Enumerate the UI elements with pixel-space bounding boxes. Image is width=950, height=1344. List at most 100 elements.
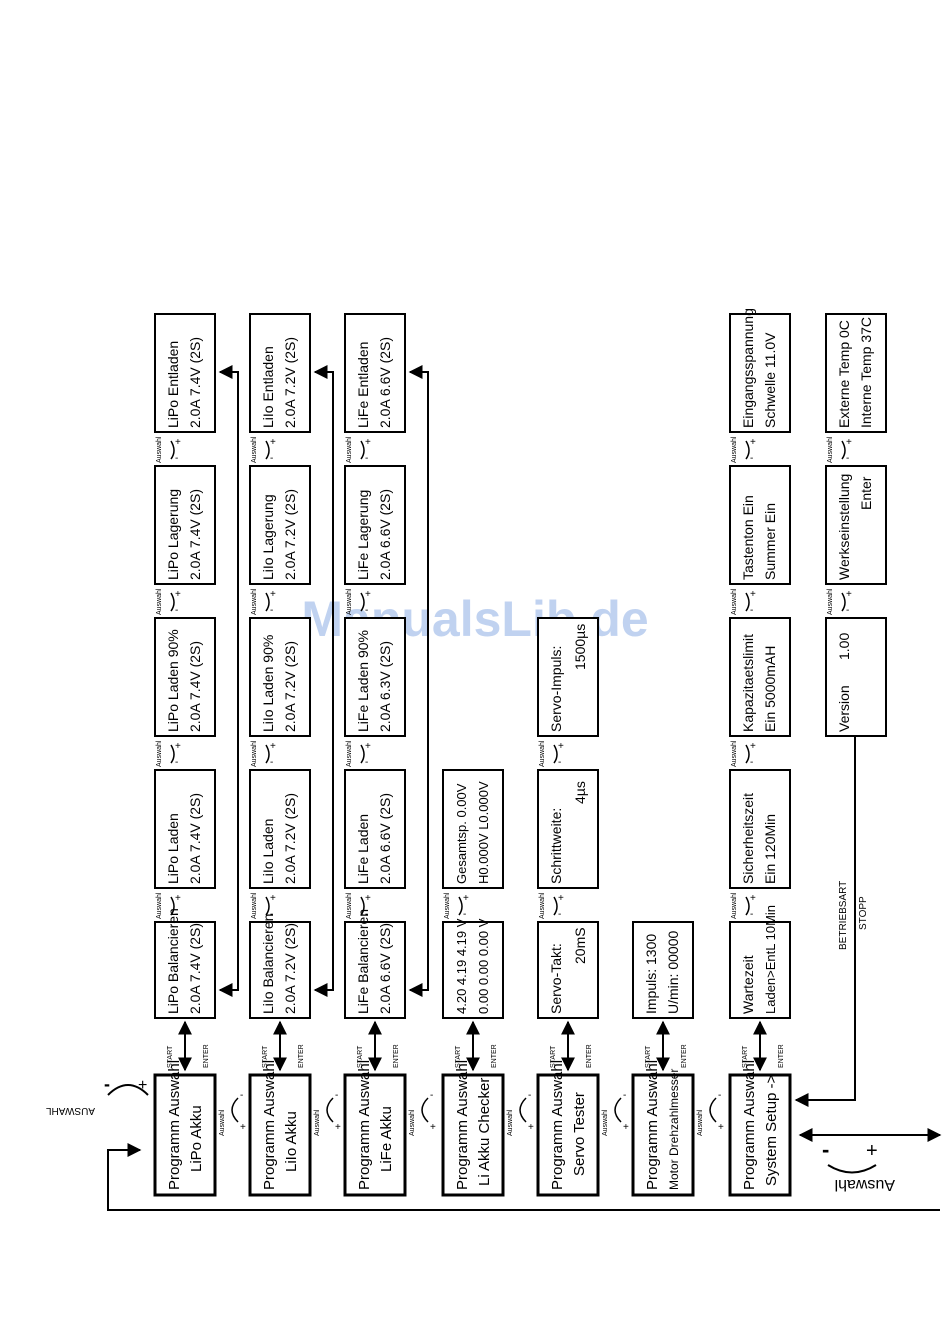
plus-sign: +: [750, 437, 756, 448]
minus-sign: -: [463, 909, 466, 920]
lcd-line1: Eingangsspannung: [740, 308, 756, 428]
auswahl-connector: Auswahl-+: [444, 892, 469, 920]
plus-sign: +: [558, 741, 564, 752]
main-menu-auswahl-links: Auswahl - + Auswahl - + Auswahl - + Ausw…: [219, 1090, 724, 1136]
lcd-line2: Summer Ein: [762, 503, 778, 580]
main-menu-line1: Programm Auswahl: [261, 1060, 278, 1190]
lcd-line2: 2.0A 6.3V (2S): [377, 641, 393, 732]
minus-sign: -: [270, 453, 273, 464]
plus-sign: +: [430, 1122, 436, 1133]
main-menu-column: Programm Auswahl LiPo Akku Programm Ausw…: [153, 1060, 792, 1197]
auswahl-connector: Auswahl-+: [827, 436, 852, 464]
plus-sign: +: [866, 1140, 878, 1162]
lcd-line1: LiPo Entladen: [165, 341, 181, 428]
auswahl-caps-indicator: - + AUSWAHL: [45, 1074, 149, 1116]
start-label: START: [167, 1045, 174, 1068]
auswahl-label: Auswahl: [156, 892, 163, 919]
lcd-line1: Werkseinstellung: [836, 474, 852, 580]
auswahl-label: Auswahl: [697, 1109, 704, 1136]
submenu-row-servo: Servo-Takt: 20mS Schrittweite:4µs Servo-I…: [537, 617, 599, 1019]
auswahl-label: Auswahl: [602, 1109, 609, 1136]
auswahl-label: Auswahl: [827, 588, 834, 615]
lcd-line1: LiFe Laden: [355, 814, 371, 884]
minus-sign: -: [175, 605, 178, 616]
minus-sign: -: [270, 909, 273, 920]
lcd-line2: 2.0A 7.4V (2S): [187, 793, 203, 884]
minus-sign: -: [365, 605, 368, 616]
auswahl-label: Auswahl: [251, 892, 258, 919]
plus-sign: +: [270, 589, 276, 600]
plus-sign: +: [528, 1122, 534, 1133]
main-menu-line1: Programm Auswahl: [166, 1060, 183, 1190]
auswahl-label: Auswahl: [346, 436, 353, 463]
auswahl-label: Auswahl: [346, 892, 353, 919]
version-return: BETRIEBSART STOPP: [794, 736, 869, 1107]
minus-sign: -: [270, 605, 273, 616]
auswahl-label: Auswahl: [346, 588, 353, 615]
main-menu-line2: Motor Drehzahlmesser: [667, 1069, 681, 1190]
lcd-line2: 2.0A 7.4V (2S): [187, 641, 203, 732]
plus-sign: +: [365, 741, 371, 752]
auswahl-connector: Auswahl-+: [156, 892, 181, 920]
lcd-line1: Servo-Impuls:: [548, 646, 564, 732]
auswahl-connector: Auswahl-+: [346, 588, 371, 616]
submenu-auswahl-connectors: Auswahl-+Auswahl-+Auswahl-+Auswahl-+Ausw…: [156, 436, 852, 920]
auswahl-connector: Auswahl-+: [731, 436, 756, 464]
start-label: START: [357, 1045, 364, 1068]
lcd-line2: 2.0A 7.4V (2S): [187, 489, 203, 580]
lcd-line2: 2.0A 7.4V (2S): [187, 337, 203, 428]
main-menu-life: Programm Auswahl LiFe Akku: [343, 1060, 407, 1197]
minus-sign: -: [623, 1090, 626, 1101]
lcd-line1: Tastenton Ein: [740, 495, 756, 580]
auswahl-connector: Auswahl-+: [346, 740, 371, 768]
lcd-line2: 4µs: [572, 781, 588, 804]
lcd-line2: 2.0A 7.2V (2S): [282, 489, 298, 580]
lcd-screen: LiIo Laden 90%2.0A 7.2V (2S): [249, 617, 311, 737]
plus-sign: +: [175, 437, 181, 448]
auswahl-connector: Auswahl-+: [539, 740, 564, 768]
auswahl-label: Auswahl: [156, 588, 163, 615]
minus-sign: -: [846, 453, 849, 464]
auswahl-label: Auswahl: [731, 740, 738, 767]
lcd-line1: LiPo Balancieren: [165, 908, 181, 1014]
minus-sign: -: [365, 757, 368, 768]
lcd-line2: 20mS: [572, 927, 588, 964]
start-label: START: [550, 1045, 557, 1068]
enter-label: ENTER: [203, 1044, 210, 1068]
main-menu-line2: LiPo Akku: [188, 1105, 205, 1172]
lcd-line2: 1.00: [836, 633, 852, 660]
lcd-line2: 1500µs: [572, 624, 588, 670]
lcd-screen: LiPo Laden 2.0A 7.4V (2S): [154, 769, 216, 889]
main-menu-servo: Programm Auswahl Servo Tester: [536, 1060, 600, 1197]
minus-sign: -: [718, 1090, 721, 1101]
plus-sign: +: [240, 1122, 246, 1133]
plus-sign: +: [335, 1122, 341, 1133]
lcd-line1: LiFe Entladen: [355, 342, 371, 428]
lcd-screen: Schrittweite:4µs: [537, 769, 599, 889]
enter-label: ENTER: [586, 1044, 593, 1068]
lcd-line2: Ein 5000mAH: [762, 646, 778, 732]
auswahl-label: Auswahl: [444, 892, 451, 919]
auswahl-connector: Auswahl-+: [251, 892, 276, 920]
lcd-line1: LiPo Laden: [165, 813, 181, 884]
lcd-line1: Servo-Takt:: [548, 943, 564, 1014]
plus-sign: +: [750, 589, 756, 600]
main-menu-tacho: Programm Auswahl Motor Drehzahlmesser: [631, 1060, 695, 1197]
main-menu-line2: LiIo Akku: [283, 1111, 300, 1172]
main-menu-liio: Programm Auswahl LiIo Akku: [248, 1060, 312, 1197]
minus-sign: -: [430, 1090, 433, 1101]
start-label: START: [455, 1045, 462, 1068]
auswahl-label: Auswahl: [731, 436, 738, 463]
plus-sign: +: [558, 893, 564, 904]
